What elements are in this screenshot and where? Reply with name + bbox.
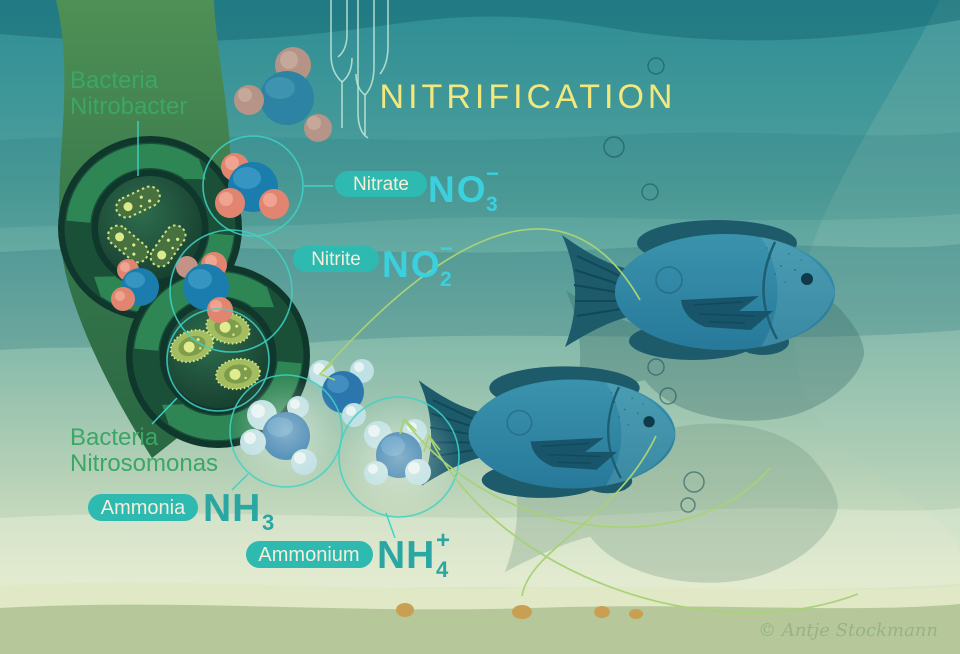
arrowhead-icon	[423, 434, 441, 453]
water-swoosh	[794, 0, 960, 560]
ammonium-pill	[246, 541, 373, 568]
nitrate-pill	[335, 171, 427, 197]
nitrite-formula-sup: −	[440, 236, 453, 261]
ammonia-label-group: Ammonia NH 3	[88, 487, 274, 535]
nitrosomonas-label-line2: Nitrosomonas	[70, 450, 218, 477]
label-connectors	[137, 121, 396, 539]
nitrobacter-label-line1: Bacteria	[70, 67, 159, 94]
ammonia-label: Ammonia	[101, 497, 186, 519]
nitrate-formula-sub: 3	[486, 193, 498, 216]
page-title: NITRIFICATION	[380, 78, 677, 116]
ammonium-formula: NH	[377, 534, 435, 577]
ammonium-formula-sub: 4	[436, 557, 449, 582]
nitrobacter-label-line2: Nitrobacter	[70, 93, 187, 120]
nitrite-label: Nitrite	[311, 249, 361, 270]
artist-credit: © Antje Stockmann	[758, 620, 938, 641]
flow-arrows	[318, 228, 859, 614]
seaweed-lines	[330, 0, 389, 139]
nitrite-label-group: Nitrite NO 2 −	[293, 236, 453, 291]
pebbles	[396, 603, 643, 619]
ammonium-formula-sup: +	[436, 527, 450, 554]
ammonium-label: Ammonium	[258, 544, 359, 566]
nitrite-molecules	[111, 252, 233, 323]
arrow-to-ammonia	[321, 228, 641, 373]
arrowhead-icon	[399, 417, 417, 435]
nitrate-formula: NO	[428, 169, 488, 210]
arrow-to-ammonium	[404, 420, 771, 528]
nitrite-pill	[293, 246, 379, 272]
arrow-from-sand	[429, 437, 859, 614]
nitrate-formula-sup: −	[486, 161, 499, 186]
ammonia-formula-sub: 3	[262, 510, 274, 535]
ammonia-formula: NH	[203, 487, 261, 530]
ammonia-pill	[88, 494, 198, 521]
nitrate-molecule	[215, 153, 289, 219]
nitrate-molecule-faded	[234, 47, 332, 142]
bacteria-labels: Bacteria Nitrobacter Bacteria Nitrosomon…	[70, 67, 218, 477]
arrow-to-pebble	[521, 435, 657, 597]
molecule-outline-circles	[166, 135, 460, 518]
wave-band-top	[0, 0, 960, 42]
ammonium-label-group: Ammonium NH 4 +	[246, 527, 450, 582]
arrowhead-icon	[318, 362, 336, 381]
nitrite-formula-sub: 2	[440, 268, 452, 291]
nitrite-formula: NO	[382, 244, 442, 285]
bubbles	[603, 57, 705, 513]
nitrate-label-group: Nitrate NO 3 −	[335, 161, 499, 216]
nitrate-label: Nitrate	[353, 174, 409, 195]
sand-layer	[0, 604, 960, 654]
nitrosomonas-label-line1: Bacteria	[70, 424, 159, 451]
